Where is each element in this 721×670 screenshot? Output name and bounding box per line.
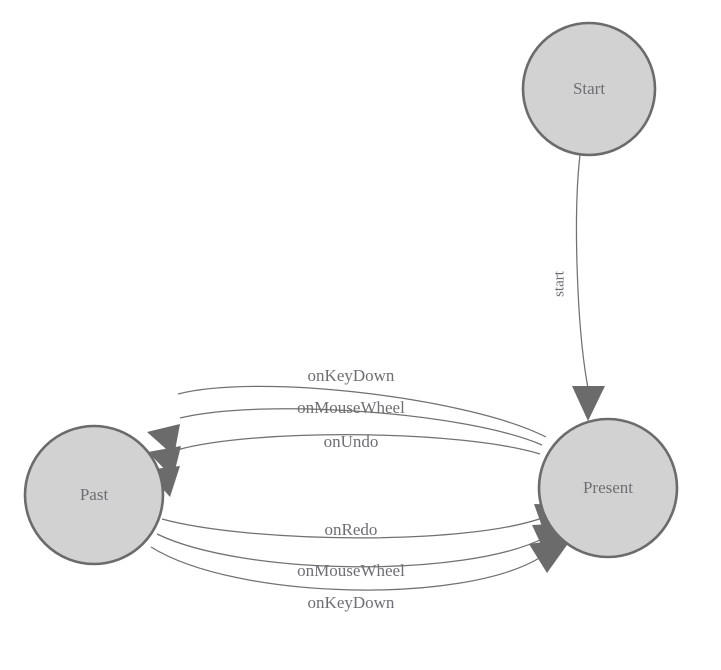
edge-past-present-3-path[interactable]: [150, 546, 542, 591]
edge-present-past-3-path[interactable]: [176, 434, 541, 455]
edge-label-start: start: [551, 270, 567, 297]
node-start[interactable]: Start: [521, 21, 657, 157]
node-present[interactable]: Present: [537, 417, 679, 559]
edge-group-past-present-3[interactable]: [150, 538, 572, 591]
edge-present-past-2-path[interactable]: [179, 408, 543, 446]
edge-label-present-past-1: onKeyDown: [308, 366, 395, 385]
edge-group-start[interactable]: [572, 154, 605, 421]
node-past-label: Past: [80, 485, 109, 504]
edge-past-present-3-arrowhead: [529, 538, 572, 573]
edge-start-path[interactable]: [575, 154, 589, 389]
node-past-circle[interactable]: [23, 424, 165, 566]
node-present-label: Present: [583, 478, 633, 497]
edge-label-past-present-3: onKeyDown: [308, 593, 395, 612]
edge-past-present-1-path[interactable]: [161, 516, 546, 539]
node-start-label: Start: [573, 79, 605, 98]
edge-label-present-past-3: onUndo: [324, 432, 379, 451]
edge-label-past-present-2: onMouseWheel: [297, 561, 405, 580]
edge-label-past-present-1: onRedo: [325, 520, 378, 539]
node-past[interactable]: Past: [23, 424, 165, 566]
node-start-circle[interactable]: [521, 21, 657, 157]
edge-present-past-1-path[interactable]: [177, 385, 547, 438]
node-present-circle[interactable]: [537, 417, 679, 559]
edge-label-present-past-2: onMouseWheel: [297, 398, 405, 417]
edge-start-arrowhead: [572, 386, 605, 421]
edge-past-present-2-path[interactable]: [156, 533, 545, 568]
